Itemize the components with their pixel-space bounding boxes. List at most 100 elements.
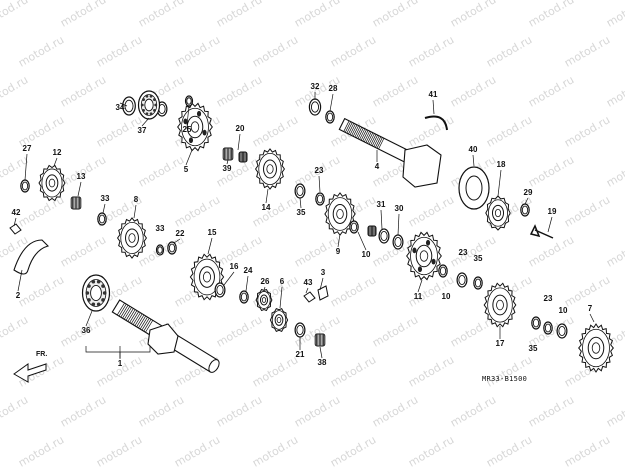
- leader-34: [119, 102, 128, 107]
- callout-19: 19: [547, 207, 557, 216]
- callout-28: 28: [328, 84, 338, 93]
- washer-31: [378, 228, 390, 244]
- leader-22: [173, 238, 181, 244]
- leader-20: [237, 133, 241, 151]
- leader-29: [524, 197, 529, 205]
- leader-7: [589, 313, 595, 323]
- leader-16: [223, 271, 235, 286]
- leader-42: [13, 217, 17, 227]
- leader-39: [226, 159, 229, 165]
- leader-24: [245, 275, 249, 292]
- callout-7: 7: [587, 304, 593, 313]
- leader-25: [186, 105, 190, 126]
- washer-22: [167, 241, 177, 255]
- washer-33: [97, 212, 107, 226]
- bolt-43: [303, 291, 316, 303]
- callout-39: 39: [222, 164, 232, 173]
- callout-40: 40: [468, 145, 478, 154]
- washer-10c: [556, 323, 568, 339]
- needle-bearing-39: [222, 147, 234, 161]
- gear-11: [406, 231, 442, 281]
- sprocket-18: [485, 195, 511, 231]
- mainshaft-gear-hub: [147, 323, 179, 355]
- bolt-19: [529, 224, 554, 239]
- callout-33: 33: [100, 194, 110, 203]
- leader-11: [417, 279, 423, 293]
- callout-15: 15: [207, 228, 217, 237]
- leader-26: [263, 286, 266, 291]
- callout-16: 16: [229, 262, 239, 271]
- pin-3: [317, 285, 329, 301]
- leader-18: [497, 169, 502, 197]
- washer-35: [294, 183, 306, 199]
- leader-2: [17, 269, 23, 292]
- gear-26: [269, 307, 289, 333]
- front-arrow: [13, 363, 47, 383]
- circlip-41: [424, 115, 448, 131]
- leader-40: [472, 154, 475, 167]
- leader-36: [85, 310, 93, 327]
- snap-ring-34: [122, 96, 136, 116]
- leader-35: [299, 197, 302, 209]
- leader-10: [357, 231, 367, 251]
- leader-9: [337, 233, 341, 248]
- gear-7: [578, 323, 614, 373]
- callout-6: 6: [279, 277, 285, 286]
- callout-29: 29: [523, 188, 533, 197]
- leader-13: [77, 181, 82, 197]
- leader-12: [53, 157, 58, 167]
- leader-38: [319, 346, 323, 359]
- leader-23: [318, 175, 321, 193]
- bearing-36: [81, 274, 111, 312]
- callout-30: 30: [394, 204, 404, 213]
- leader-27: [24, 153, 28, 181]
- leader-28: [329, 93, 334, 112]
- callout-1: 1: [117, 359, 123, 368]
- callout-35: 35: [296, 208, 306, 217]
- callout-31: 31: [376, 200, 386, 209]
- leader-30: [397, 213, 400, 236]
- callout-14: 14: [261, 203, 271, 212]
- washer-16: [214, 282, 226, 298]
- leader-5: [185, 149, 193, 166]
- needle-bearing-38: [314, 333, 326, 347]
- callout-10: 10: [361, 250, 371, 259]
- callout-42: 42: [11, 208, 21, 217]
- washer-30: [392, 234, 404, 250]
- shaft-hub: [402, 144, 442, 188]
- callout-22: 22: [175, 229, 185, 238]
- leader-31: [380, 209, 383, 230]
- callout-41: 41: [428, 90, 438, 99]
- callout-33: 33: [155, 224, 165, 233]
- leader-37: [141, 117, 150, 127]
- callout-36: 36: [81, 326, 91, 335]
- leader-3: [319, 277, 324, 291]
- callout-35: 35: [528, 344, 538, 353]
- callout-34: 34: [115, 103, 125, 112]
- leader-14: [265, 188, 269, 204]
- leader-6: [279, 286, 283, 309]
- washer-33b: [155, 244, 165, 256]
- washer-28: [325, 110, 335, 124]
- leader-41: [432, 99, 435, 115]
- gear-6: [255, 288, 273, 312]
- bearing-37: [137, 90, 161, 120]
- gear-12: [38, 164, 66, 202]
- washer-10b: [438, 264, 448, 278]
- diagram-code: MR33-B1500: [482, 375, 528, 383]
- snap-ring-32: [308, 98, 322, 116]
- callout-26: 26: [260, 277, 270, 286]
- gear-5: [177, 102, 213, 152]
- callout-10: 10: [558, 306, 568, 315]
- parts-group: [9, 90, 614, 383]
- leader-33: [102, 203, 106, 214]
- leader-15: [207, 237, 213, 255]
- callout-13: 13: [76, 172, 86, 181]
- gear-14: [254, 148, 286, 190]
- callout-21: 21: [295, 350, 305, 359]
- washer-25: [184, 95, 194, 107]
- callout-43: 43: [303, 278, 313, 287]
- callout-35: 35: [473, 254, 483, 263]
- washer-35c: [531, 316, 541, 330]
